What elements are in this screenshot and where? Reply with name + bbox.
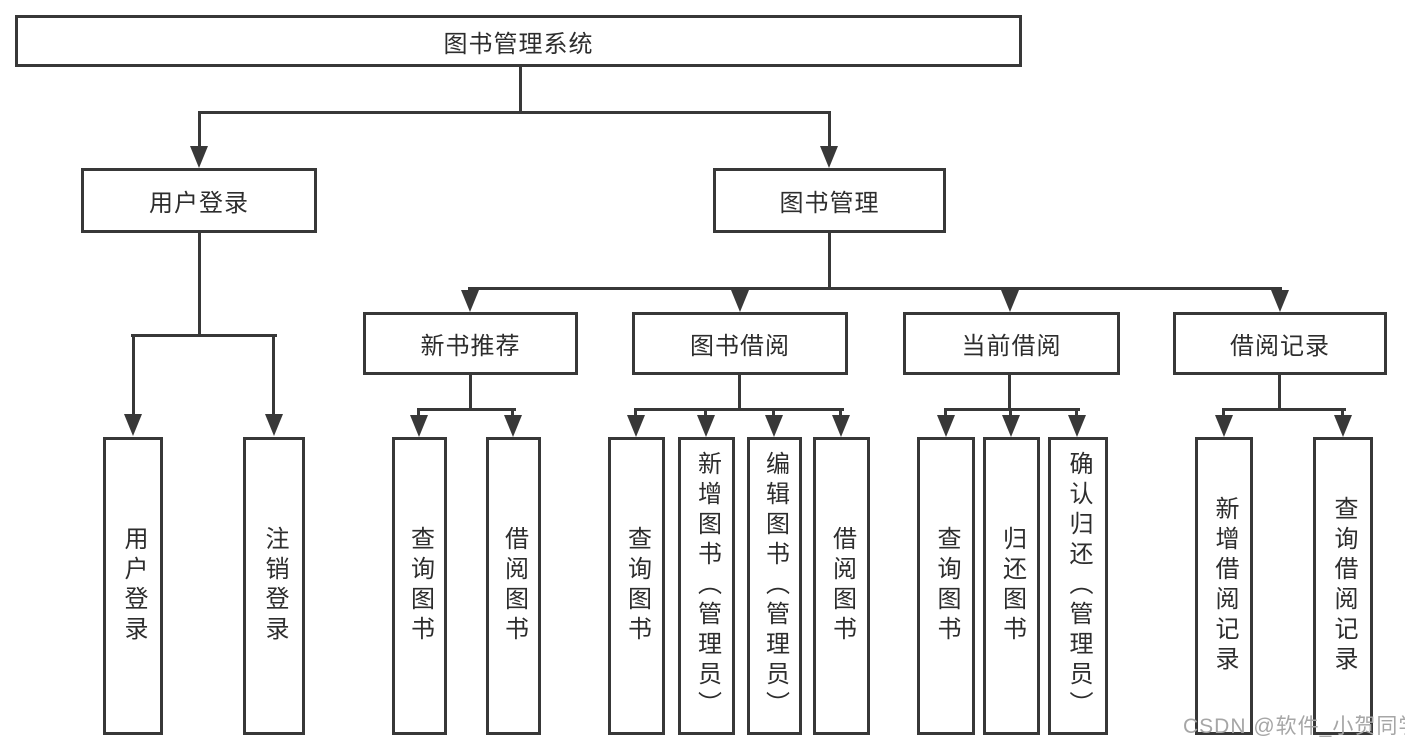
connector-line — [634, 408, 844, 411]
leaf-add-borrow-record: 新增借阅记录 — [1195, 437, 1253, 735]
leaf-query-books-borrowing: 查询图书 — [608, 437, 665, 735]
arrowhead-icon — [410, 415, 428, 437]
leaf-borrow-books: 借阅图书 — [813, 437, 870, 735]
connector-line — [944, 408, 1080, 411]
node-current-borrowing: 当前借阅 — [903, 312, 1120, 375]
connector-line — [198, 111, 201, 149]
csdn-watermark: CSDN @软件_小贺同学 — [1183, 715, 1405, 738]
leaf-add-books-admin: 新增图书（管理员） — [678, 437, 735, 735]
arrowhead-icon — [1068, 415, 1086, 437]
node-user-login: 用户登录 — [81, 168, 317, 233]
arrowhead-icon — [1271, 290, 1289, 312]
connector-line — [772, 408, 775, 417]
arrowhead-icon — [190, 146, 208, 168]
connector-line — [198, 111, 830, 114]
arrowhead-icon — [1215, 415, 1233, 437]
node-book-borrowing: 图书借阅 — [632, 312, 848, 375]
connector-line — [468, 287, 1282, 290]
node-new-book-recommend: 新书推荐 — [363, 312, 578, 375]
node-root-library-management-system: 图书管理系统 — [15, 15, 1022, 67]
connector-line — [519, 67, 522, 114]
connector-line — [417, 408, 516, 411]
arrowhead-icon — [124, 414, 142, 436]
leaf-confirm-return-admin: 确认归还（管理员） — [1048, 437, 1108, 735]
connector-line — [417, 408, 420, 417]
arrowhead-icon — [820, 146, 838, 168]
leaf-query-books-current: 查询图书 — [917, 437, 975, 735]
leaf-logout: 注销登录 — [243, 437, 305, 735]
connector-line — [469, 374, 472, 411]
arrowhead-icon — [1001, 290, 1019, 312]
connector-line — [272, 334, 275, 416]
arrowhead-icon — [504, 415, 522, 437]
connector-line — [1222, 408, 1346, 411]
leaf-return-books: 归还图书 — [983, 437, 1040, 735]
node-book-management: 图书管理 — [713, 168, 946, 233]
arrowhead-icon — [765, 415, 783, 437]
arrowhead-icon — [937, 415, 955, 437]
connector-line — [944, 408, 947, 417]
arrowhead-icon — [1334, 415, 1352, 437]
connector-line — [511, 408, 514, 417]
connector-line — [828, 111, 831, 149]
node-borrowing-records: 借阅记录 — [1173, 312, 1387, 375]
connector-line — [1341, 408, 1344, 417]
leaf-borrow-books-recommend: 借阅图书 — [486, 437, 541, 735]
connector-line — [1075, 408, 1078, 417]
leaf-query-books-recommend: 查询图书 — [392, 437, 447, 735]
connector-line — [1222, 408, 1225, 417]
connector-line — [839, 408, 842, 417]
connector-line — [132, 334, 135, 416]
connector-line — [198, 232, 201, 336]
connector-line — [828, 232, 831, 290]
connector-line — [634, 408, 637, 417]
connector-line — [738, 374, 741, 411]
arrowhead-icon — [265, 414, 283, 436]
arrowhead-icon — [832, 415, 850, 437]
leaf-query-borrow-record: 查询借阅记录 — [1313, 437, 1373, 735]
connector-line — [1009, 408, 1012, 417]
arrowhead-icon — [627, 415, 645, 437]
arrowhead-icon — [461, 290, 479, 312]
connector-line — [1278, 374, 1281, 411]
leaf-edit-books-admin: 编辑图书（管理员） — [747, 437, 802, 735]
arrowhead-icon — [697, 415, 715, 437]
connector-line — [131, 334, 277, 337]
connector-line — [704, 408, 707, 417]
leaf-user-login: 用户登录 — [103, 437, 163, 735]
arrowhead-icon — [731, 290, 749, 312]
connector-line — [1008, 374, 1011, 411]
arrowhead-icon — [1002, 415, 1020, 437]
